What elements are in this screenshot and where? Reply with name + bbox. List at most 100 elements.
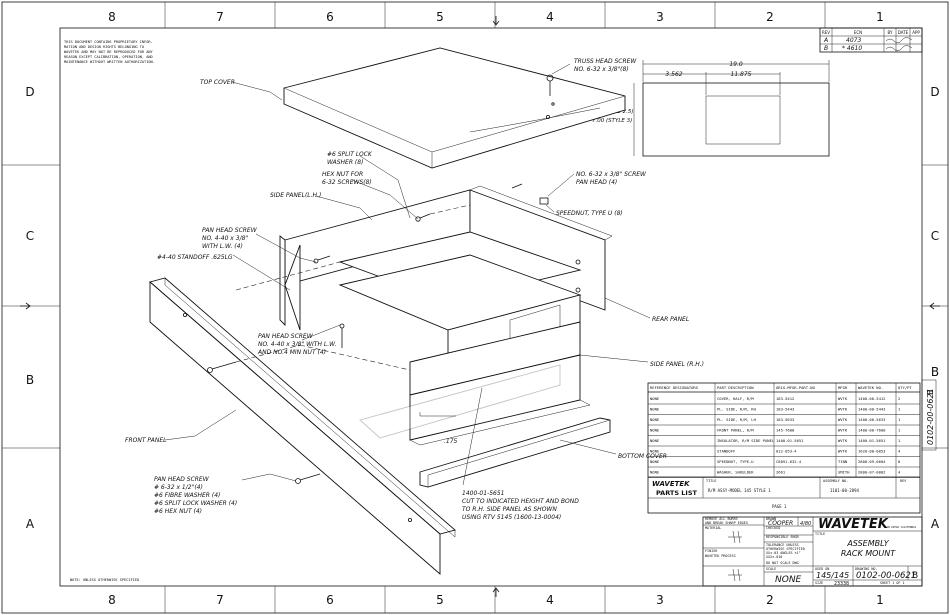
parts-list-cell: PL. SIDE, R/M, RH bbox=[717, 407, 757, 412]
parts-list-cell: SPEEDNUT, TYPE-U bbox=[717, 459, 754, 464]
bottom-cover-part bbox=[359, 364, 611, 488]
label-split-lock-1: #6 SPLIT LOCK bbox=[327, 151, 373, 158]
parts-list-header: WAVETEK NO. bbox=[858, 385, 883, 390]
svg-text:FINISH: FINISH bbox=[705, 549, 717, 553]
col-label-top: 7 bbox=[216, 10, 224, 24]
parts-list-cell: COVER, HALF, R/M bbox=[717, 396, 754, 401]
svg-text:REMOVE ALL BURRS: REMOVE ALL BURRS bbox=[705, 517, 738, 521]
parts-list-header: ORIG-MFGR-PART-NO bbox=[776, 385, 816, 390]
label-cut-note-1: 1400-01-5651 bbox=[462, 490, 505, 497]
svg-text:0102-00-0621: 0102-00-0621 bbox=[926, 388, 935, 445]
svg-text:USED ON: USED ON bbox=[815, 567, 829, 571]
rev-signature bbox=[885, 37, 913, 51]
center-arrow-bottom-icon bbox=[492, 587, 500, 597]
parts-list-cell: PL. SIDE, R/M, LH bbox=[717, 417, 757, 422]
label-cut-note-4: USING RTV 5145 (1600-13-0004) bbox=[462, 514, 561, 521]
label-side-panel-rh: SIDE PANEL (R.H.) bbox=[650, 361, 704, 368]
label-pan-head-2a: PAN HEAD SCREW bbox=[258, 333, 314, 340]
col-label-top: 6 bbox=[326, 10, 334, 24]
label-dim-175: .175 bbox=[444, 438, 458, 445]
parts-list-cell: 1620-00-0053 bbox=[858, 449, 885, 454]
parts-list-table: REFERENCE DESIGNATORS PART DESCRIPTION ORI… bbox=[647, 382, 921, 514]
label-pan-head-2c: AND NO.4 MIN NUT (4) bbox=[257, 349, 326, 356]
rev-header: APP bbox=[912, 30, 920, 35]
svg-text:SIZE: SIZE bbox=[815, 581, 823, 585]
parts-list-cell: 012-053-4 bbox=[776, 449, 797, 454]
svg-text:MATERIAL: MATERIAL bbox=[705, 526, 721, 530]
label-speednut: SPEEDNUT, TYPE U (8) bbox=[556, 210, 623, 217]
label-pan-head-3d: #6 SPLIT LOCK WASHER (4) bbox=[154, 500, 237, 507]
tb-title-1: ASSEMBLY bbox=[846, 539, 889, 548]
row-labels: D C B A D C B A bbox=[25, 85, 940, 531]
svg-text:WAVETEK AND MAY NOT BE REPRODU: WAVETEK AND MAY NOT BE REPRODUCED FOR AN… bbox=[64, 50, 154, 54]
dim-middle: 11.875 bbox=[731, 71, 752, 78]
svg-text:OTHERWISE SPECIFIED: OTHERWISE SPECIFIED bbox=[766, 547, 805, 551]
col-label-top: 8 bbox=[108, 10, 116, 24]
parts-list-cell: NONE bbox=[650, 438, 660, 443]
tb-brand-sub: SAN DIEGO CALIFORNIA bbox=[885, 525, 917, 529]
assembly-guides bbox=[235, 204, 471, 371]
parts-list-cell: WVTK bbox=[838, 428, 848, 433]
pl-assembly-label: ASSEMBLY NO. bbox=[823, 479, 848, 483]
tb-fscm: 23338 bbox=[834, 581, 849, 587]
col-label-bottom: 2 bbox=[766, 593, 774, 607]
row-label-left: D bbox=[25, 85, 34, 99]
parts-list-cell: 2800-07-0002 bbox=[858, 470, 885, 475]
parts-list-header: PART DESCRIPTION bbox=[717, 385, 754, 390]
label-pan-head-1b: NO. 4-40 x 3/8" bbox=[202, 235, 248, 242]
parts-list-cell: NONE bbox=[650, 407, 660, 412]
svg-text:THIS DOCUMENT CONTAINS PROPRIE: THIS DOCUMENT CONTAINS PROPRIETARY INFOR… bbox=[64, 40, 153, 44]
pl-brand: WAVETEK bbox=[652, 480, 690, 488]
svg-text:AND BREAK SHARP EDGES: AND BREAK SHARP EDGES bbox=[705, 521, 748, 525]
label-pan-screw-top-1: NO. 6-32 x 3/8" SCREW bbox=[576, 171, 647, 178]
parts-list-cell: WVTK bbox=[838, 396, 848, 401]
label-cut-note-3: TO R.H. SIDE PANEL AS SHOWN bbox=[462, 506, 557, 513]
parts-list-cell: 1400-00-7600 bbox=[858, 428, 886, 433]
col-label-bottom: 5 bbox=[436, 593, 444, 607]
label-side-panel-lh: SIDE PANEL(L.H.) bbox=[270, 192, 321, 199]
parts-list-cell: NONE bbox=[650, 417, 660, 422]
parts-list-cell: 1 bbox=[898, 428, 901, 433]
col-label-bottom: 1 bbox=[876, 593, 884, 607]
dim-overall: 19.0 bbox=[729, 61, 743, 68]
parts-list-cell: NONE bbox=[650, 470, 660, 475]
svg-text:REASON EXCEPT CALIBRATION, OPE: REASON EXCEPT CALIBRATION, OPERATION, AN… bbox=[64, 55, 153, 59]
parts-list-cell: 8 bbox=[898, 459, 901, 464]
tb-scale: NONE bbox=[775, 575, 802, 585]
parts-list-cell: 4 bbox=[898, 470, 901, 475]
leader-lines bbox=[164, 63, 651, 486]
drawn-by: COOPER bbox=[768, 520, 793, 527]
tb-title-2: RACK MOUNT bbox=[841, 549, 896, 558]
parts-list-cell: 145-7600 bbox=[776, 428, 795, 433]
parts-list-cell: NONE bbox=[650, 428, 660, 433]
label-split-lock-2: WASHER (8) bbox=[327, 159, 363, 166]
label-hex-nut-2: 6-32 SCREWS(8) bbox=[322, 179, 372, 186]
row-label-right: C bbox=[931, 229, 939, 243]
label-pan-head-1c: WITH L.W. (4) bbox=[202, 243, 243, 250]
rev-a-ecn: 4073 bbox=[846, 37, 861, 44]
parts-list-header: REFERENCE DESIGNATORS bbox=[650, 385, 699, 390]
parts-list-cell: WVTK bbox=[838, 407, 848, 412]
label-front-panel: FRONT PANEL bbox=[125, 437, 166, 444]
tb-rev: B bbox=[912, 571, 918, 581]
row-label-right: A bbox=[931, 517, 940, 531]
svg-text:MAINTENANCE WITHOUT WRITTEN AU: MAINTENANCE WITHOUT WRITTEN AUTHORIZATIO… bbox=[64, 60, 155, 64]
revision-block: REV ECN BY DATE APP A 4073 B * 4610 bbox=[819, 27, 923, 53]
svg-text:DO NOT SCALE DWG: DO NOT SCALE DWG bbox=[766, 561, 799, 565]
label-truss-1: TRUSS HEAD SCREW bbox=[574, 58, 637, 65]
vertical-dwg-no: 0102-00-0621 B bbox=[921, 379, 937, 451]
center-arrow-right-icon bbox=[929, 302, 940, 310]
column-labels: 8 7 6 5 4 3 2 1 8 7 6 5 4 3 2 1 bbox=[108, 10, 884, 607]
tb-dwg-no: 0102-00-0621 bbox=[856, 571, 916, 581]
front-panel-part bbox=[149, 277, 456, 575]
parts-list-cell: 4 bbox=[898, 449, 901, 454]
label-pan-head-1a: PAN HEAD SCREW bbox=[202, 227, 258, 234]
rev-b-ecn: * 4610 bbox=[842, 45, 862, 52]
parts-list-cell: SMITH bbox=[838, 470, 850, 475]
tb-used-on: 145/145 bbox=[816, 571, 849, 580]
center-arrow-left-icon bbox=[20, 302, 31, 310]
parts-list-cell: 183-5443 bbox=[776, 407, 794, 412]
parts-list-cell: TINN bbox=[838, 459, 848, 464]
parts-list-cell: 1 bbox=[898, 438, 901, 443]
